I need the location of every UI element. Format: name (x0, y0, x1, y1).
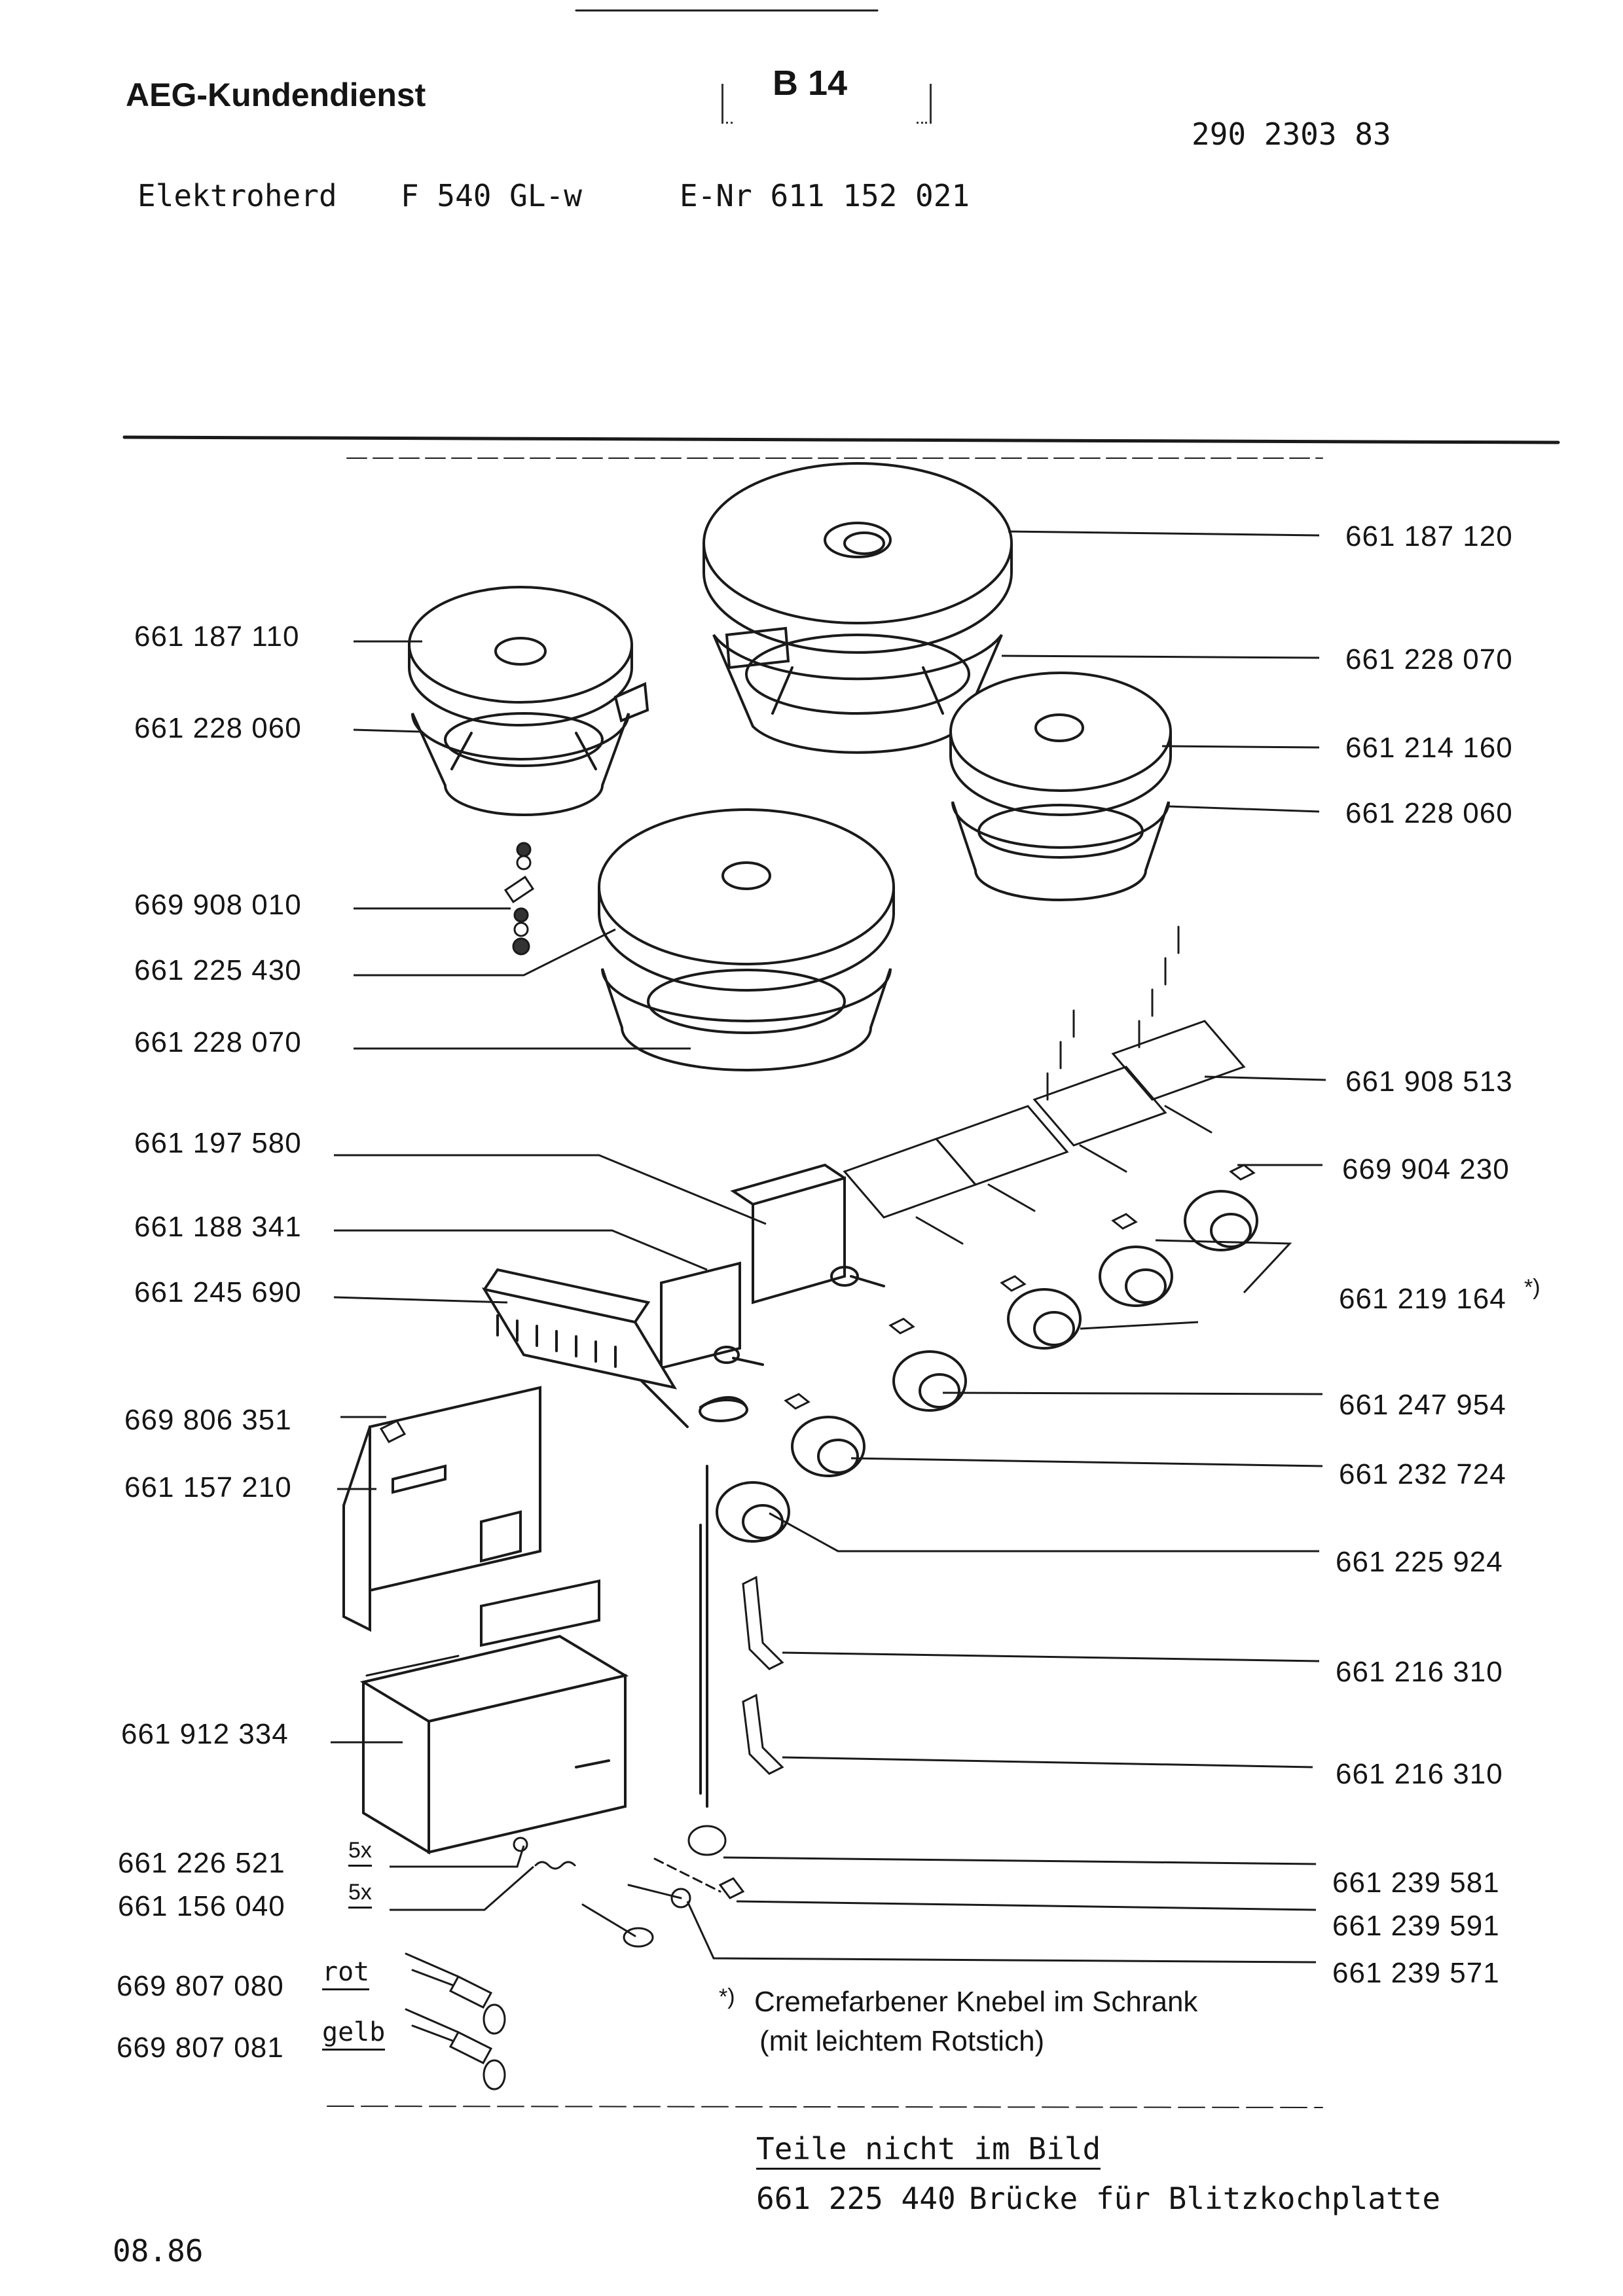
part-label: 661 225 924 (1336, 1546, 1503, 1578)
knob-small-parts (581, 1825, 745, 1948)
not-shown-description: Brücke für Blitzkochplatte (969, 2181, 1441, 2216)
thermostat (660, 1261, 764, 1808)
wire-color-note: gelb (322, 2017, 386, 2051)
part-label: 661 232 724 (1339, 1458, 1506, 1490)
part-label: 661 216 310 (1336, 1758, 1503, 1790)
part-label: 661 228 070 (1345, 643, 1513, 675)
control-knob (1184, 1190, 1258, 1251)
section-rule (122, 435, 1560, 444)
not-shown-part-number: 661 225 440 (756, 2181, 956, 2216)
page-code-bracket-left (721, 84, 733, 124)
part-label: 661 156 040 (118, 1890, 285, 1922)
brand-title: AEG-Kundendienst (126, 77, 426, 113)
hotplate-medium-right (949, 672, 1172, 901)
asterisk-mark: *) (1524, 1275, 1541, 1300)
page-code: B 14 (773, 63, 848, 103)
indicator-lamp-yellow (405, 2008, 506, 2090)
part-label: 661 226 521 (118, 1847, 285, 1879)
indicator-lamp-red (405, 1952, 506, 2035)
part-label: 669 807 081 (117, 2032, 284, 2064)
hotplate-medium-center (598, 808, 895, 1071)
part-label: 661 239 591 (1332, 1910, 1500, 1942)
control-knob (1007, 1288, 1082, 1350)
part-label: 661 912 334 (121, 1718, 289, 1750)
mounting-bracket-lower (742, 1693, 784, 1775)
energy-regulator (730, 1163, 885, 1304)
doc-number: 290 2303 83 (1192, 117, 1391, 152)
page-code-bracket-right (917, 84, 932, 124)
control-knob (892, 1350, 967, 1412)
switch-bank (843, 925, 1246, 1245)
mounting-bracket (379, 1420, 407, 1443)
part-label: 661 197 580 (134, 1127, 302, 1159)
footnote-line-1: Cremefarbener Knebel im Schrank (754, 1986, 1198, 2018)
part-label: 661 225 430 (134, 954, 302, 986)
hotplate-small-left (408, 586, 649, 816)
part-label: 661 245 690 (134, 1276, 302, 1308)
fastener-stack (503, 842, 535, 956)
leader-lines-right (686, 530, 1326, 1964)
model-number: F 540 GL-w (401, 178, 582, 213)
wire-color-note: rot (322, 1957, 370, 1990)
part-label: 661 188 341 (134, 1211, 302, 1243)
part-label: 661 187 110 (134, 620, 300, 653)
frame-bottom-dashes (327, 2106, 1323, 2108)
part-label: 661 247 954 (1339, 1389, 1506, 1421)
quantity-note: 5x (348, 1880, 372, 1909)
part-label: 661 157 210 (124, 1471, 292, 1503)
mounting-bracket-upper (742, 1575, 784, 1670)
part-label: 661 228 070 (134, 1026, 302, 1058)
hotplate-large-center (702, 462, 1013, 754)
footnote-line-2: (mit leichtem Rotstich) (759, 2025, 1045, 2057)
quantity-note: 5x (348, 1838, 372, 1867)
part-label: 661 187 120 (1345, 520, 1513, 552)
knob-insert (784, 1164, 1256, 1410)
issue-date: 08.86 (113, 2233, 204, 2269)
part-label: 661 908 513 (1345, 1066, 1513, 1098)
control-knob (1099, 1246, 1173, 1307)
part-label: 661 228 060 (134, 712, 302, 744)
control-knob (791, 1416, 866, 1477)
coil-spring (534, 1861, 576, 1870)
washer (513, 1837, 528, 1852)
clock-timer-module (359, 1579, 629, 1855)
terminal-block (481, 1268, 689, 1428)
part-label: 661 216 310 (1336, 1656, 1503, 1688)
leader-lines-left (331, 640, 767, 1911)
part-label: 661 239 571 (1332, 1957, 1500, 1989)
e-number: E-Nr 611 152 021 (680, 178, 970, 213)
appliance-type: Elektroherd (137, 178, 337, 213)
part-label: 669 806 351 (124, 1404, 292, 1436)
part-label: 661 239 581 (1332, 1867, 1500, 1899)
part-label: 661 214 160 (1345, 732, 1513, 764)
part-label: 669 908 010 (134, 889, 302, 921)
not-shown-heading: Teile nicht im Bild (756, 2131, 1101, 2170)
control-panel-frame (342, 1386, 541, 1632)
control-knob (716, 1481, 790, 1543)
part-label: 661 219 164 (1339, 1283, 1506, 1315)
part-label: 661 228 060 (1345, 797, 1513, 829)
part-label: 669 904 230 (1342, 1153, 1510, 1185)
part-label: 669 807 080 (117, 1970, 284, 2002)
footnote-marker: *) (719, 1984, 735, 2009)
